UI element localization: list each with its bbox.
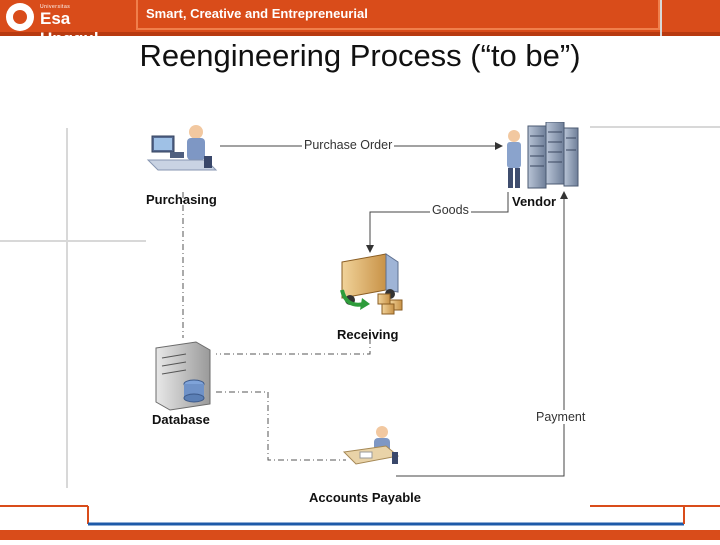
header-bar: Universitas Esa Unggul Smart, Creative a… bbox=[0, 0, 720, 48]
decor-line bbox=[590, 126, 720, 128]
slide-title: Reengineering Process (“to be”) bbox=[139, 38, 581, 73]
tagline-box: Smart, Creative and Entrepreneurial bbox=[136, 0, 660, 30]
receiving-label: Receiving bbox=[337, 327, 399, 342]
university-logo: Universitas Esa Unggul bbox=[6, 3, 130, 48]
logo-subtitle: Universitas bbox=[40, 4, 71, 10]
goods-connector bbox=[366, 192, 509, 253]
vendor-label: Vendor bbox=[512, 194, 557, 209]
accounts-payable-label: Accounts Payable bbox=[309, 490, 421, 505]
decor-line bbox=[660, 0, 662, 36]
process-diagram: Purchase Order Goods Payment Purchasing … bbox=[146, 122, 590, 506]
database-label: Database bbox=[152, 412, 210, 427]
logo-emblem-icon bbox=[6, 3, 34, 31]
diagram-canvas bbox=[146, 122, 579, 477]
purchase-order-label: Purchase Order bbox=[302, 138, 395, 152]
database-icon bbox=[155, 341, 211, 411]
purchasing-icon bbox=[146, 125, 218, 171]
purchasing-label: Purchasing bbox=[146, 192, 217, 207]
footer-decor bbox=[0, 505, 720, 540]
decor-line bbox=[66, 128, 68, 488]
header-stripe bbox=[0, 32, 720, 36]
decor-line bbox=[0, 240, 150, 242]
database-accounts-connector bbox=[216, 391, 346, 461]
payment-connector bbox=[396, 191, 568, 477]
payment-label: Payment bbox=[534, 410, 588, 424]
footer-bar bbox=[0, 504, 720, 540]
receiving-icon bbox=[340, 253, 403, 315]
tagline: Smart, Creative and Entrepreneurial bbox=[146, 6, 368, 21]
vendor-icon bbox=[507, 122, 579, 189]
goods-label: Goods bbox=[430, 203, 471, 217]
logo-name: Esa Unggul bbox=[40, 9, 99, 48]
receiving-database-connector bbox=[216, 338, 371, 355]
accounts-payable-icon bbox=[342, 426, 400, 465]
